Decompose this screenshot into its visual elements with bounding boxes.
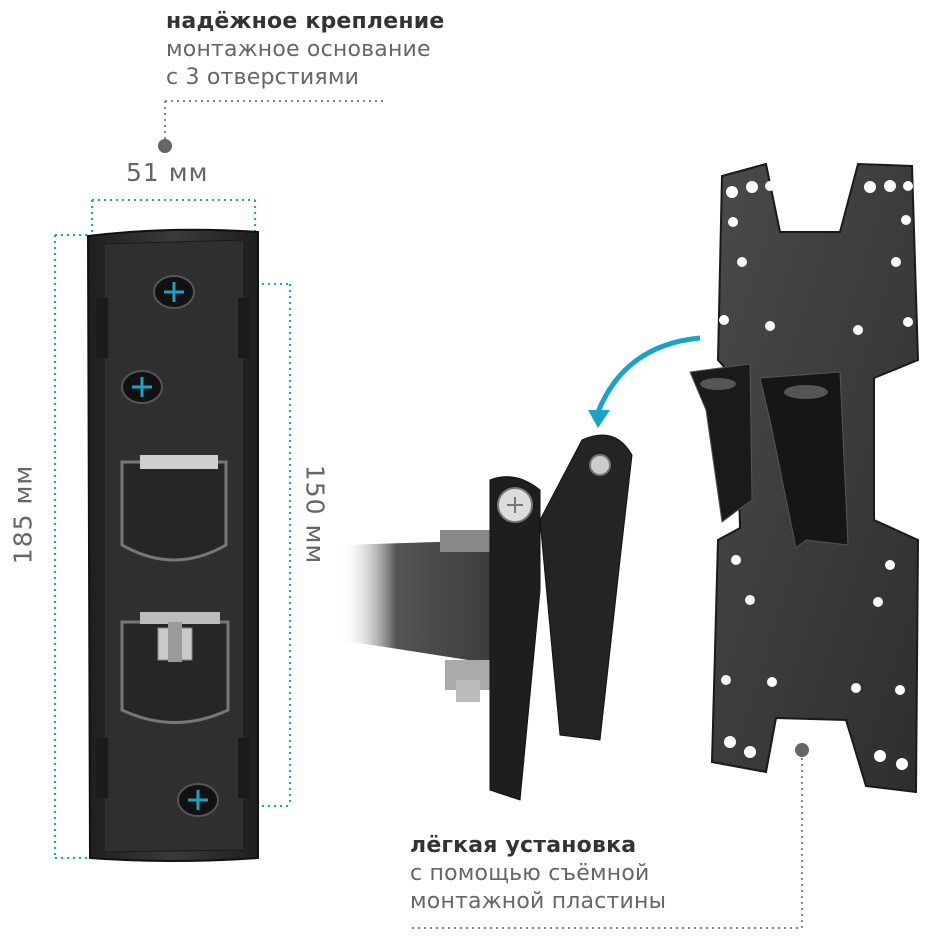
top-caption: надёжное крепление монтажное основание с…: [166, 8, 445, 92]
swivel-arm: [340, 434, 633, 801]
top-caption-title: надёжное крепление: [166, 9, 445, 34]
wall-plate: [86, 228, 259, 862]
top-caption-line1: монтажное основание: [166, 37, 431, 62]
bottom-caption-line1: с помощью съёмной: [410, 861, 650, 886]
bottom-caption-title: лёгкая установка: [410, 833, 637, 858]
top-leader-line: [164, 100, 385, 140]
bottom-leader-dot: [795, 743, 809, 757]
bottom-leader-line: [412, 758, 803, 929]
top-caption-line2: с 3 отверстиями: [166, 65, 360, 90]
bottom-caption-line2: монтажной пластины: [410, 889, 667, 914]
dimension-lines: [54, 199, 291, 859]
width-dimension-label: 51 мм: [126, 158, 209, 187]
install-arrow: [595, 335, 701, 413]
hole-spacing-dimension-label: 150 мм: [300, 464, 330, 565]
height-dimension-label: 185 мм: [8, 464, 38, 565]
vesa-plate: [689, 162, 920, 794]
bottom-caption: лёгкая установка с помощью съёмной монта…: [410, 832, 666, 916]
top-leader-dot: [158, 139, 172, 153]
mounting-holes: [121, 275, 219, 817]
